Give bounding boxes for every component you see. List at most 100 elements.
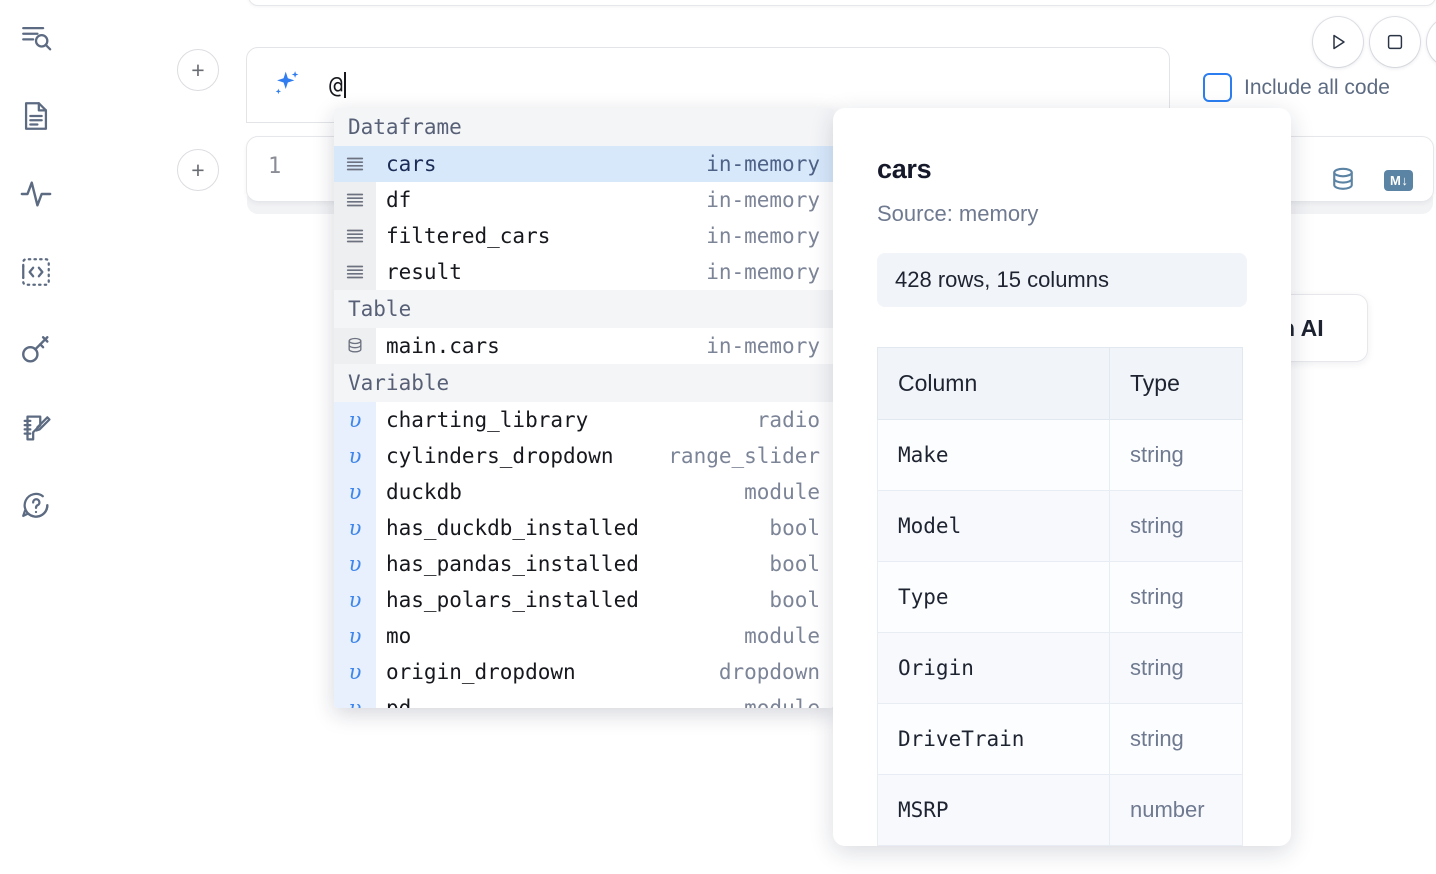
variable-icon: υ [334,654,376,690]
completion-item-type: module [744,696,820,708]
dataframe-preview-panel: cars Source: memory 428 rows, 15 columns… [833,108,1291,846]
completion-item[interactable]: main.cars in-memory [334,328,834,364]
schema-column-name: Model [877,490,1110,562]
completion-section-header: Dataframe [334,108,834,146]
completion-item-name: df [386,188,412,212]
ai-prompt-input[interactable]: @ [329,71,347,99]
completion-item-type: in-memory [706,334,820,358]
schema-column-name: DriveTrain [877,703,1110,775]
completion-item-name: has_polars_installed [386,588,639,612]
code-line-number: 1 [268,154,282,179]
schema-column-name: Make [877,419,1110,491]
play-icon [1333,34,1345,50]
add-cell-below-button[interactable]: + [177,149,219,191]
completion-item[interactable]: cars in-memory [334,146,834,182]
variable-icon: υ [334,690,376,708]
completion-item-type: module [744,624,820,648]
completion-item-type: dropdown [718,660,820,684]
include-all-code-label: Include all code [1244,75,1390,99]
sparkle-icon [275,71,299,95]
include-all-code-checkbox[interactable] [1203,73,1232,102]
plus-icon: + [191,156,205,183]
completion-section-header: Variable [334,364,834,402]
completion-item-name: cylinders_dropdown [386,444,614,468]
completion-item-name: has_pandas_installed [386,552,639,576]
variable-icon: υ [334,438,376,474]
ai-prompt-value: @ [329,72,344,99]
text-caret [344,71,347,98]
database-icon[interactable] [1328,165,1358,195]
schema-column-type: string [1109,419,1243,491]
help-chat-icon[interactable] [16,486,56,526]
activity-icon[interactable] [16,174,56,214]
file-text-icon[interactable] [16,96,56,136]
completion-item-name: charting_library [386,408,589,432]
variable-icon: υ [334,618,376,654]
completion-item-name: main.cars [386,334,500,358]
completion-item-name: pd [386,696,412,708]
preview-title: cars [877,154,932,184]
completion-item-type: bool [769,552,820,576]
schema-column-name: MSRP [877,774,1110,846]
schema-column-name: Type [877,561,1110,633]
column-header-type: Type [1109,347,1243,420]
code-brackets-icon[interactable] [16,252,56,292]
schema-column-name: Origin [877,632,1110,704]
table-icon [334,328,376,364]
completion-item-type: in-memory [706,188,820,212]
completion-section-header: Table [334,290,834,328]
preview-shape-badge: 428 rows, 15 columns [877,253,1247,307]
completion-item-name: result [386,260,462,284]
completion-item-type: in-memory [706,224,820,248]
completion-item-type: bool [769,516,820,540]
stop-button[interactable] [1370,17,1420,67]
key-icon[interactable] [16,330,56,370]
completion-item-type: range_slider [668,444,820,468]
more-button[interactable] [1427,17,1436,67]
dataframe-icon [334,218,376,254]
completion-item-type: module [744,480,820,504]
schema-column-type: number [1109,774,1243,846]
completion-item[interactable]: υ cylinders_dropdown range_slider [334,438,834,474]
completion-item-name: cars [386,152,437,176]
variable-icon: υ [334,474,376,510]
completion-item-type: radio [756,408,820,432]
completion-item-type: in-memory [706,260,820,284]
completion-item[interactable]: df in-memory [334,182,834,218]
markdown-icon[interactable]: M↓ [1384,169,1414,191]
completion-item[interactable]: υ charting_library radio [334,402,834,438]
variable-icon: υ [334,402,376,438]
schema-column-type: string [1109,703,1243,775]
left-icon-rail [0,0,72,874]
notebook-edit-icon[interactable] [16,408,56,448]
completion-item-type: in-memory [706,152,820,176]
variable-icon: υ [334,582,376,618]
run-button[interactable] [1313,17,1363,67]
preview-source: Source: memory [877,201,1039,226]
cell-above-partial [248,0,1436,6]
completion-item[interactable]: result in-memory [334,254,834,290]
explore-icon[interactable] [16,18,56,58]
schema-column-type: string [1109,632,1243,704]
add-cell-above-button[interactable]: + [177,49,219,91]
markdown-badge-label: M↓ [1384,169,1414,191]
completion-item-name: duckdb [386,480,462,504]
include-all-code-row[interactable]: Include all code [1203,73,1390,102]
